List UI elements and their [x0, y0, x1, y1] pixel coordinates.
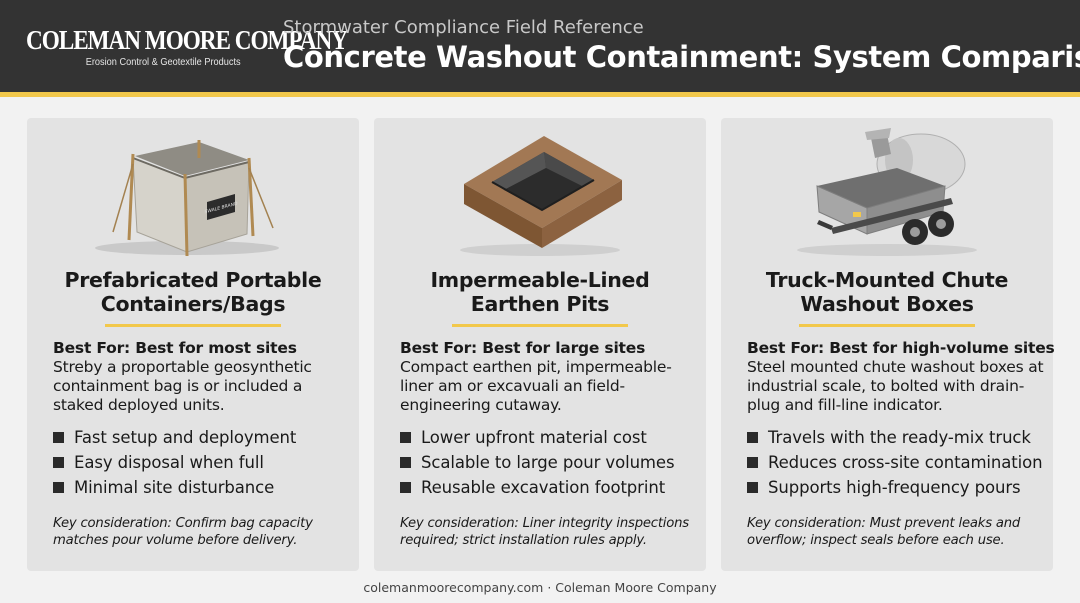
truck-mounted-washout-box-icon [797, 128, 977, 256]
list-item-text: Travels with the ready-mix truck [768, 428, 1031, 447]
square-bullet-icon [400, 432, 411, 443]
list-item-text: Scalable to large pour volumes [421, 453, 675, 472]
page-footer: colemanmoorecompany.com · Coleman Moore … [363, 580, 717, 595]
list-item-text: Supports high-frequency pours [768, 478, 1021, 497]
company-logo: COLEMAN MOORE COMPANY Erosion Control & … [26, 25, 348, 68]
benefit-list: Lower upfront material cost Scalable to … [400, 425, 675, 500]
card-title: Truck-Mounted Chute Washout Boxes [731, 268, 1043, 316]
card-title-rule [105, 324, 281, 327]
square-bullet-icon [747, 482, 758, 493]
key-consideration: Key consideration: Must prevent leaks an… [747, 516, 1021, 548]
card-title: Prefabricated Portable Containers/Bags [37, 268, 349, 316]
list-item: Scalable to large pour volumes [400, 450, 675, 475]
square-bullet-icon [400, 482, 411, 493]
square-bullet-icon [747, 457, 758, 468]
list-item: Fast setup and deployment [53, 425, 296, 450]
square-bullet-icon [53, 482, 64, 493]
best-for-label: Best For: Best for large sites [400, 339, 646, 357]
brand-tagline: Erosion Control & Geotextile Products [85, 57, 241, 68]
card-title-line: Washout Boxes [800, 292, 974, 316]
list-item: Easy disposal when full [53, 450, 296, 475]
card-title-line: Truck-Mounted Chute [765, 268, 1009, 292]
square-bullet-icon [400, 457, 411, 468]
page-title: Concrete Washout Containment: System Com… [283, 40, 1080, 74]
key-consideration: Key consideration: Liner integrity inspe… [400, 516, 689, 548]
key-consideration: Key consideration: Confirm bag capacity … [53, 516, 313, 548]
page-subtitle: Stormwater Compliance Field Reference [283, 17, 644, 38]
card-description: Steel mounted chute washout boxes at ind… [747, 358, 1044, 414]
card-description: Compact earthen pit, impermeable-liner a… [400, 358, 672, 414]
list-item: Reduces cross-site contamination [747, 450, 1043, 475]
list-item-text: Reusable excavation footprint [421, 478, 666, 497]
list-item: Travels with the ready-mix truck [747, 425, 1043, 450]
list-item: Lower upfront material cost [400, 425, 674, 450]
card-title-line: Prefabricated Portable [64, 268, 322, 292]
benefit-list: Travels with the ready-mix truck Reduces… [747, 425, 1043, 500]
card-title-rule [452, 324, 628, 327]
benefit-list: Fast setup and deployment Easy disposal … [53, 425, 296, 500]
lined-earthen-pit-icon [460, 136, 622, 256]
header-accent-rule [0, 92, 1080, 97]
best-for-label: Best For: Best for high-volume sites [747, 339, 1055, 357]
comparison-card-portable-containers: SWALE BRAND Prefabricated Portable Conta… [27, 118, 359, 571]
best-for-label: Best For: Best for most sites [53, 339, 297, 357]
card-title-line: Earthen Pits [470, 292, 610, 316]
square-bullet-icon [53, 457, 64, 468]
list-item-text: Fast setup and deployment [74, 428, 297, 447]
list-item: Minimal site disturbance [53, 475, 296, 500]
list-item: Supports high-frequency pours [747, 475, 1043, 500]
list-item-text: Lower upfront material cost [421, 428, 647, 447]
card-title-line: Containers/Bags [100, 292, 286, 316]
list-item-text: Minimal site disturbance [74, 478, 275, 497]
square-bullet-icon [747, 432, 758, 443]
list-item-text: Easy disposal when full [74, 453, 264, 472]
square-bullet-icon [53, 432, 64, 443]
card-title-line: Impermeable-Lined [430, 268, 650, 292]
portable-container-bag-icon: SWALE BRAND [95, 140, 279, 257]
list-item: Reusable excavation footprint [400, 475, 674, 500]
comparison-card-truck-mounted-boxes: Truck-Mounted Chute Washout Boxes Best F… [721, 118, 1055, 571]
brand-name: COLEMAN MOORE COMPANY [26, 25, 348, 55]
page-header: COLEMAN MOORE COMPANY Erosion Control & … [0, 0, 1080, 92]
comparison-card-earthen-pits: Impermeable-Lined Earthen Pits Best For:… [374, 118, 706, 571]
list-item-text: Reduces cross-site contamination [768, 453, 1043, 472]
card-title: Impermeable-Lined Earthen Pits [384, 268, 696, 316]
card-description: Streby a proportable geosynthetic contai… [53, 358, 312, 414]
card-title-rule [799, 324, 975, 327]
